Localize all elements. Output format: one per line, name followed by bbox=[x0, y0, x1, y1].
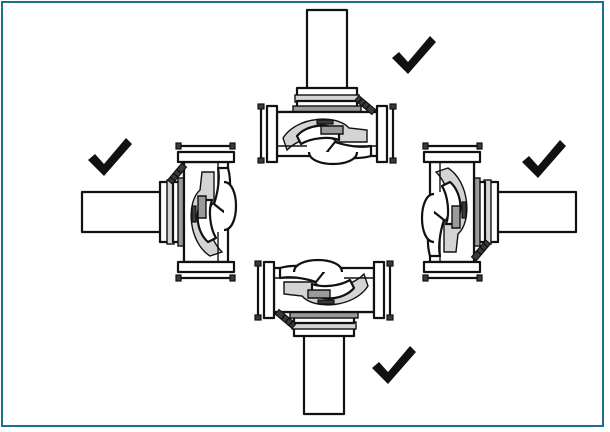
pump-motor-down bbox=[253, 258, 395, 416]
check-mark-icon bbox=[392, 36, 436, 74]
pump-motor-right bbox=[420, 141, 578, 283]
check-mark-icon bbox=[88, 138, 132, 176]
pump-motor-up bbox=[256, 8, 398, 166]
check-mark-icon bbox=[372, 346, 416, 384]
check-mark-icon bbox=[522, 140, 566, 178]
